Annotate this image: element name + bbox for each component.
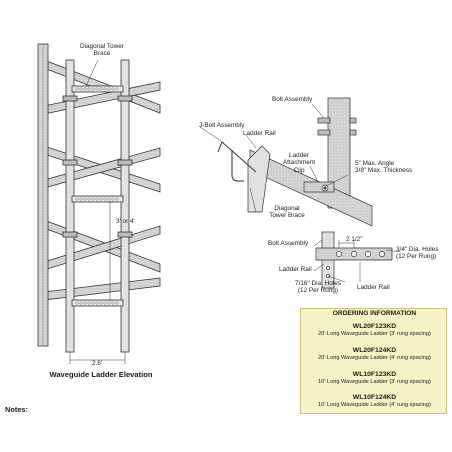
label-ladder-width: 2.6' bbox=[91, 360, 103, 367]
notes-label: Notes: bbox=[5, 405, 28, 414]
diagonal-braces bbox=[43, 59, 161, 301]
ladder-rail-right bbox=[120, 59, 130, 353]
order-code-1: WL20F123KD bbox=[352, 323, 397, 330]
elevation-caption: Waveguide Ladder Elevation bbox=[49, 370, 153, 379]
ordering-information-box: ORDERING INFORMATION WL20F123KD 20' Long… bbox=[300, 308, 447, 414]
width-dimension bbox=[69, 352, 126, 364]
label-diagonal-tower-brace-detail: Diagonal Tower Brace bbox=[269, 205, 305, 220]
label-dimension-2-1-2: 2 1/2" bbox=[346, 236, 363, 243]
label-diagonal-tower-brace: Diagonal Tower Brace bbox=[80, 43, 124, 58]
label-ladder-rail-top: Ladder Rail bbox=[243, 130, 276, 137]
label-small-holes: 7/16" Dia. Holes (12 Per Rung) bbox=[295, 280, 341, 295]
elevation-view bbox=[37, 43, 161, 364]
order-desc-2: 20' Long Waveguide Ladder (4' rung spaci… bbox=[318, 355, 431, 361]
order-code-3: WL10F123KD bbox=[352, 371, 397, 378]
attachment-clips bbox=[62, 95, 133, 238]
rung-holes bbox=[75, 87, 119, 305]
rung-detail bbox=[313, 231, 401, 289]
clip-bolts bbox=[321, 184, 329, 192]
ladder-rail-left bbox=[65, 59, 75, 353]
order-code-4: WL10F124KD bbox=[352, 394, 397, 401]
label-large-holes: 3/4" Dia. Holes (12 Per Rung) bbox=[396, 246, 439, 261]
order-desc-1: 20' Long Waveguide Ladder (3' rung spaci… bbox=[318, 331, 431, 337]
detail-ladder-rail bbox=[247, 145, 271, 213]
order-desc-3: 10' Long Waveguide Ladder (3' rung spaci… bbox=[318, 379, 431, 385]
rungs bbox=[71, 85, 124, 307]
label-max-angle: 5" Max. Angle 3/8" Max. Thickness bbox=[355, 160, 413, 175]
label-ladder-rail-right: Ladder Rail bbox=[357, 284, 390, 291]
label-bolt-assembly-bottom: Bolt Assembly bbox=[268, 240, 309, 247]
j-bolt bbox=[217, 141, 257, 182]
clip-detail bbox=[199, 97, 373, 227]
label-attachment-clip: Ladder Attachment Clip bbox=[282, 152, 316, 174]
rung-spacing-dimension bbox=[106, 201, 114, 301]
order-code-2: WL20F124KD bbox=[352, 347, 397, 354]
label-j-bolt-assembly: J-Bolt Assembly bbox=[199, 122, 245, 129]
order-desc-4: 10' Long Waveguide Ladder (4' rung spaci… bbox=[318, 402, 431, 408]
label-ladder-rail-left: Ladder Rail bbox=[279, 266, 312, 273]
label-rung-spacing: 3' or 4' bbox=[116, 218, 135, 225]
label-bolt-assembly-top: Bolt Assembly bbox=[272, 96, 313, 103]
detail-clip bbox=[303, 181, 335, 193]
ordering-title: ORDERING INFORMATION bbox=[332, 310, 417, 317]
